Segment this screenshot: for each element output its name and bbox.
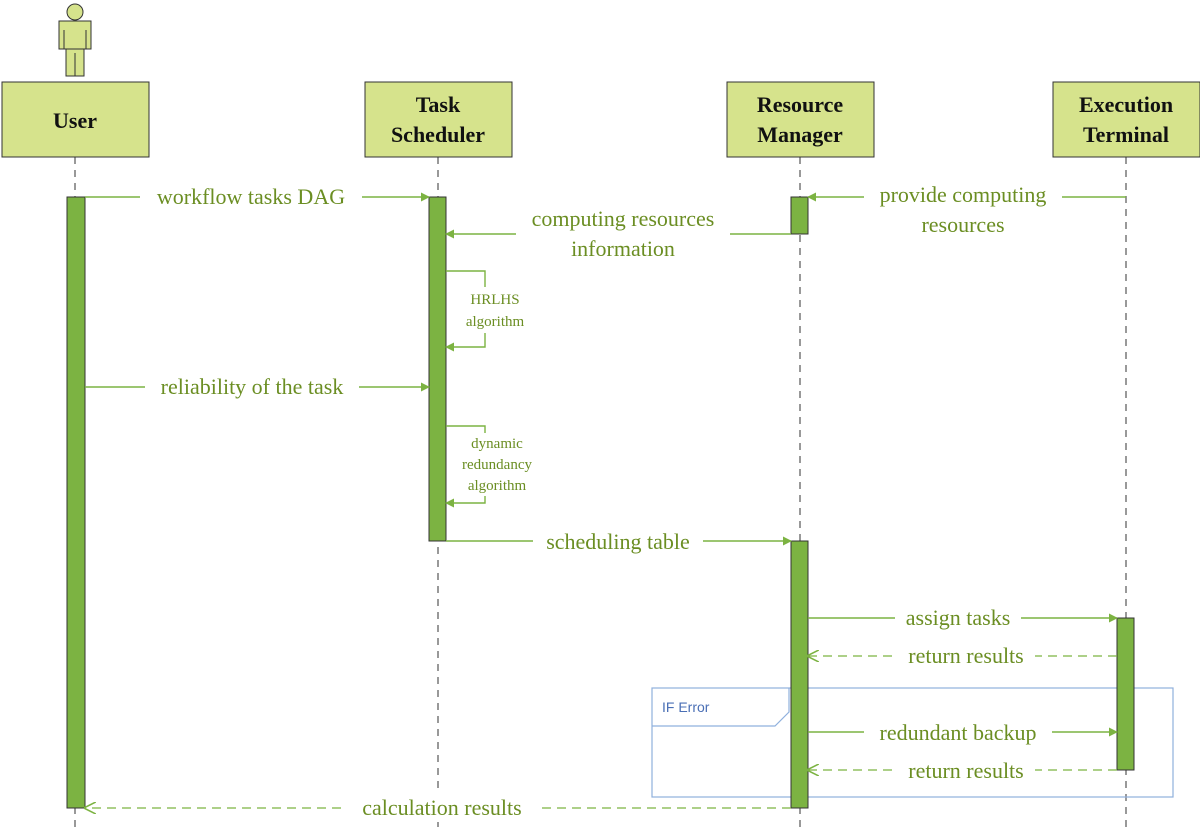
message-label: algorithm — [468, 478, 527, 494]
message-assign-tasks: assign tasks — [808, 604, 1118, 632]
participant-resource-manager: Resource Manager — [726, 81, 875, 158]
message-label: computing resources — [532, 206, 715, 231]
message-label: information — [571, 236, 675, 261]
message-label: redundancy — [462, 457, 532, 473]
participant-label: Manager — [757, 122, 843, 147]
message-label: assign tasks — [906, 605, 1011, 630]
message-computing-resources-information: computing resources information — [445, 206, 791, 264]
message-label: resources — [921, 212, 1004, 237]
participant-label: Task — [416, 92, 461, 117]
message-return-results-1: return results — [808, 642, 1117, 670]
message-label: return results — [908, 643, 1023, 668]
message-label: scheduling table — [546, 529, 690, 554]
message-dynamic-redundancy-algorithm: dynamic redundancy algorithm — [445, 425, 539, 508]
activation-user — [66, 196, 86, 809]
participant-label: Terminal — [1083, 122, 1169, 147]
participant-label: Scheduler — [391, 122, 485, 147]
message-label: return results — [908, 758, 1023, 783]
message-label: HRLHS — [470, 292, 519, 308]
message-label: calculation results — [362, 795, 521, 820]
participant-task-scheduler: Task Scheduler — [364, 81, 513, 158]
participant-label: Execution — [1079, 92, 1173, 117]
message-provide-computing-resources: provide computing resources — [807, 182, 1126, 237]
message-scheduling-table: scheduling table — [446, 527, 792, 555]
activation-resource-manager-1 — [790, 196, 809, 235]
activation-task-scheduler — [428, 196, 447, 542]
message-return-results-2: return results — [808, 756, 1117, 784]
participant-label: User — [53, 108, 97, 133]
fragment-label: IF Error — [662, 699, 710, 715]
message-workflow-tasks-dag: workflow tasks DAG — [85, 183, 430, 211]
message-label: redundant backup — [880, 720, 1037, 745]
activation-execution-terminal — [1116, 617, 1135, 771]
message-calculation-results: calculation results — [85, 794, 791, 822]
message-label: provide computing — [880, 182, 1047, 207]
message-label: algorithm — [466, 314, 525, 330]
if-error-fragment: IF Error — [651, 687, 1174, 798]
participant-label: Resource — [757, 92, 844, 117]
message-redundant-backup: redundant backup — [808, 718, 1118, 746]
message-label: dynamic — [471, 436, 523, 452]
message-reliability-of-the-task: reliability of the task — [85, 373, 430, 401]
message-label: workflow tasks DAG — [157, 184, 345, 209]
activation-resource-manager-2 — [790, 540, 809, 809]
message-label: reliability of the task — [161, 374, 344, 399]
message-hrlhs-algorithm: HRLHS algorithm — [445, 270, 530, 352]
user-figure-icon — [58, 3, 92, 77]
participant-user: User — [1, 81, 150, 158]
participant-execution-terminal: Execution Terminal — [1052, 81, 1200, 158]
